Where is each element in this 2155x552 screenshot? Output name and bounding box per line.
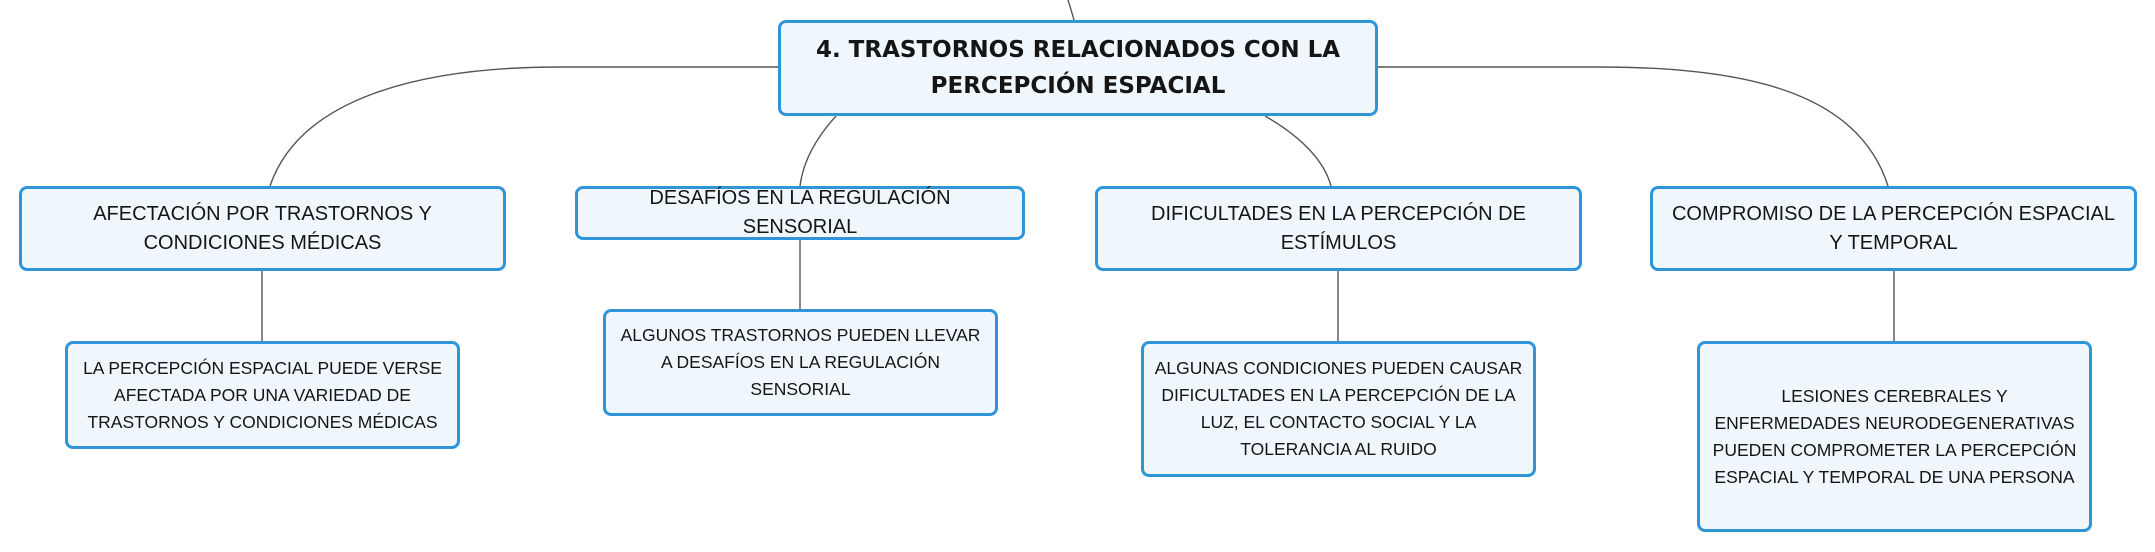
root-topic-label: 4. TRASTORNOS RELACIONADOS CON LA PERCEP… <box>815 37 1341 99</box>
branch-topic-regulacion[interactable]: DESAFÍOS EN LA REGULACIÓN SENSORIAL <box>575 186 1025 240</box>
branch-topic-label: DIFICULTADES EN LA PERCEPCIÓN DE ESTÍMUL… <box>1151 202 1526 254</box>
branch-topic-afectacion[interactable]: AFECTACIÓN POR TRASTORNOS Y CONDICIONES … <box>19 186 506 271</box>
branch-topic-estimulos[interactable]: DIFICULTADES EN LA PERCEPCIÓN DE ESTÍMUL… <box>1095 186 1582 271</box>
connector-root-to-branch-2 <box>799 115 837 187</box>
branch-topic-label: COMPROMISO DE LA PERCEPCIÓN ESPACIAL Y T… <box>1671 202 2116 254</box>
detail-topic-text: LA PERCEPCIÓN ESPACIAL PUEDE VERSE AFECT… <box>83 357 442 432</box>
branch-topic-label: DESAFÍOS EN LA REGULACIÓN SENSORIAL <box>649 187 951 238</box>
detail-topic-text: ALGUNAS CONDICIONES PUEDEN CAUSAR DIFICU… <box>1154 358 1523 459</box>
detail-topic-afectacion[interactable]: LA PERCEPCIÓN ESPACIAL PUEDE VERSE AFECT… <box>65 341 460 449</box>
root-topic[interactable]: 4. TRASTORNOS RELACIONADOS CON LA PERCEP… <box>778 20 1378 116</box>
detail-topic-text: ALGUNOS TRASTORNOS PUEDEN LLEVAR A DESAF… <box>620 325 981 399</box>
detail-topic-regulacion[interactable]: ALGUNOS TRASTORNOS PUEDEN LLEVAR A DESAF… <box>603 309 998 416</box>
connector-parent-edge <box>1067 0 1075 21</box>
connector-root-to-branch-1 <box>269 66 778 187</box>
detail-topic-estimulos[interactable]: ALGUNAS CONDICIONES PUEDEN CAUSAR DIFICU… <box>1141 341 1536 477</box>
connector-root-to-branch-4 <box>1378 66 1889 187</box>
branch-topic-compromiso[interactable]: COMPROMISO DE LA PERCEPCIÓN ESPACIAL Y T… <box>1650 186 2137 271</box>
detail-topic-compromiso[interactable]: LESIONES CEREBRALES Y ENFERMEDADES NEURO… <box>1697 341 2092 532</box>
branch-topic-label: AFECTACIÓN POR TRASTORNOS Y CONDICIONES … <box>93 202 432 254</box>
detail-topic-text: LESIONES CEREBRALES Y ENFERMEDADES NEURO… <box>1712 385 2077 487</box>
connector-root-to-branch-3 <box>1264 115 1332 187</box>
